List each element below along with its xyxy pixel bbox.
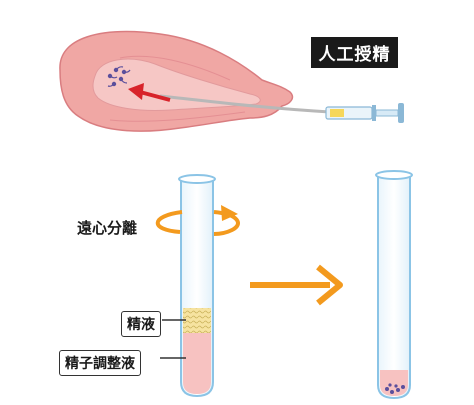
centrifuge-label: 遠心分離	[77, 219, 138, 237]
semen-label: 精液	[121, 311, 161, 337]
process-arrow	[250, 264, 343, 306]
test-tube-result	[375, 170, 413, 400]
test-tube-centrifuge	[178, 174, 216, 398]
uterus-illustration	[59, 30, 294, 132]
sperm-pellet	[385, 383, 405, 394]
sperm-medium-layer	[183, 333, 211, 394]
insertion-arrow	[128, 83, 171, 102]
semen-layer	[183, 308, 211, 333]
sperm-pellet-layer	[380, 370, 408, 396]
uterus-inner	[92, 58, 261, 111]
sperm-cluster-uterus	[107, 66, 131, 87]
title-badge: 人工授精	[311, 37, 398, 68]
syringe-icon	[159, 94, 404, 123]
centrifuge-rotation-arrow	[155, 205, 240, 236]
sperm-medium-label: 精子調整液	[59, 350, 141, 376]
